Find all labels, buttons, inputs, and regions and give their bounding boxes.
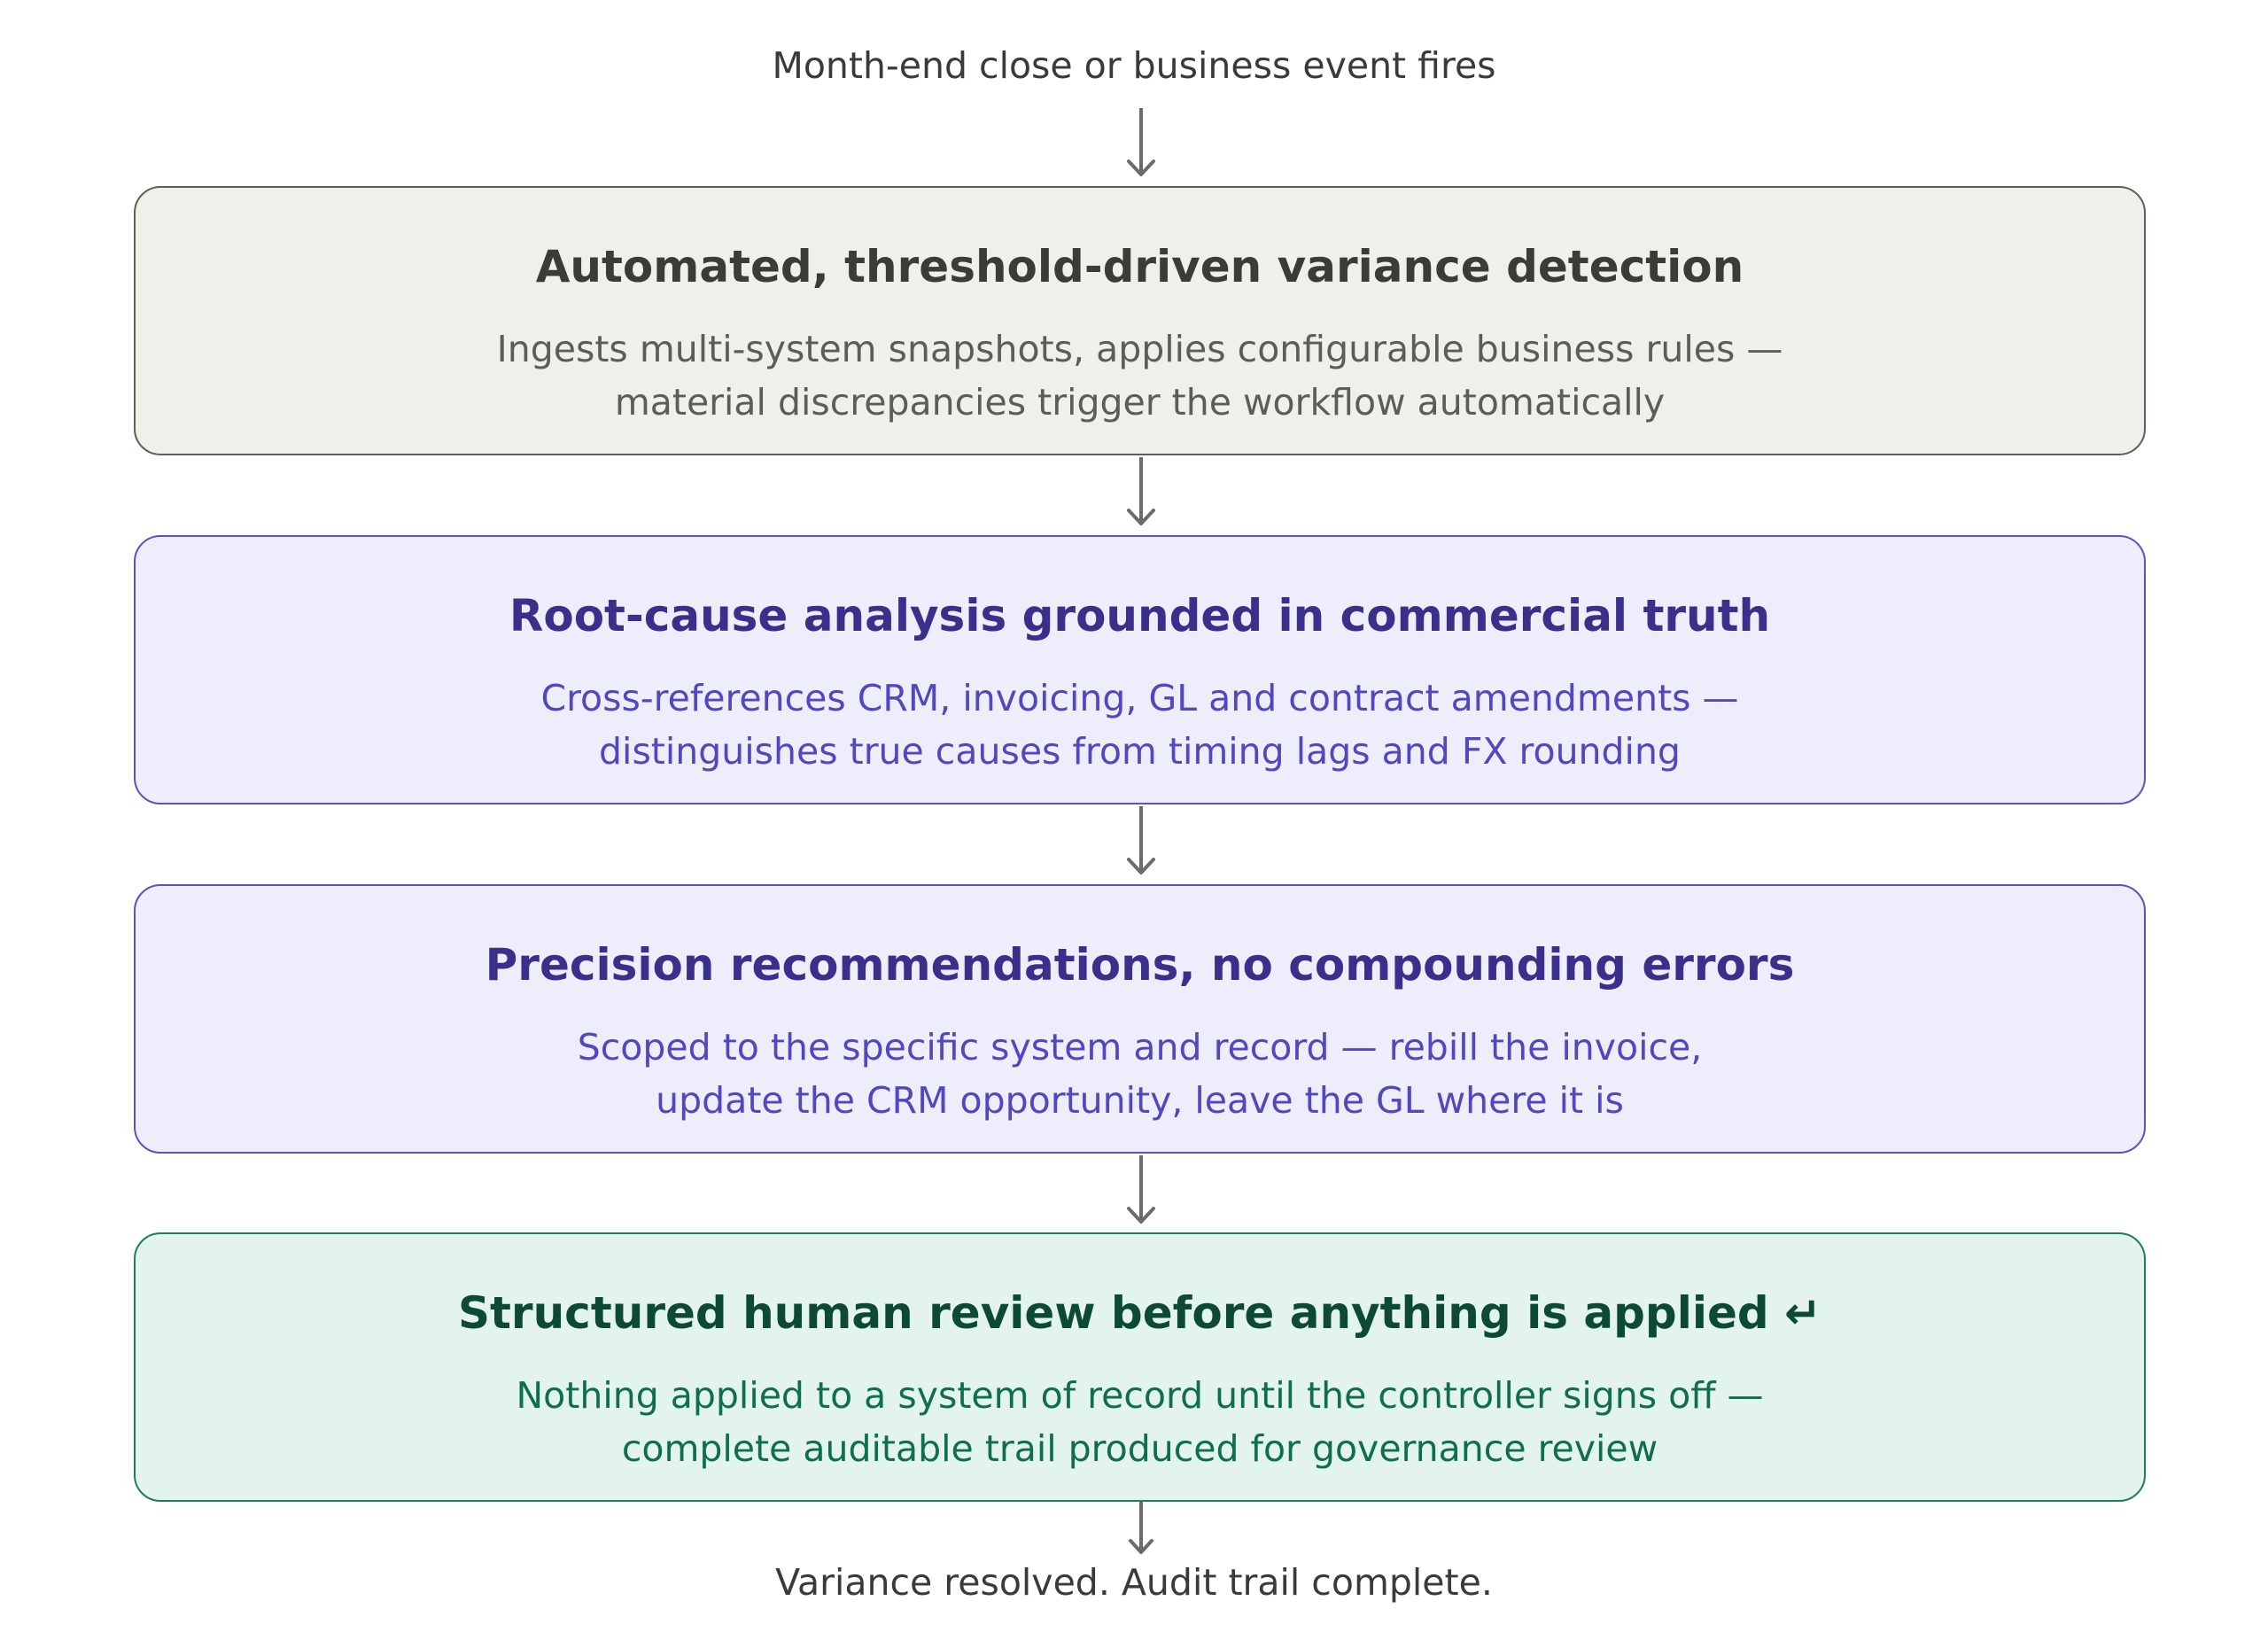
step-precision-recommendations: Precision recommendations, no compoundin… [134,884,2146,1154]
end-event-label: Variance resolved. Audit trail complete. [775,1561,1493,1604]
step-description-line: complete auditable trail produced for go… [621,1427,1658,1470]
step-title: Precision recommendations, no compoundin… [485,939,1795,991]
step-variance-detection: Automated, threshold-driven variance det… [134,186,2146,455]
arrow-down-icon [1127,806,1155,874]
step-human-review: Structured human review before anything … [134,1232,2146,1502]
step-description: Scoped to the specific system and record… [136,1021,2144,1127]
step-description-line: distinguishes true causes from timing la… [599,730,1681,773]
step-description-line: material discrepancies trigger the workf… [614,381,1666,424]
arrow-down-icon [1127,1155,1155,1224]
step-title: Structured human review before anything … [458,1287,1821,1339]
arrow-down-icon [1129,1502,1153,1554]
step-description: Nothing applied to a system of record un… [136,1369,2144,1475]
step-description: Ingests multi-system snapshots, applies … [136,323,2144,429]
step-description: Cross-references CRM, invoicing, GL and … [136,672,2144,778]
arrow-down-icon [1127,457,1155,525]
step-title: Automated, threshold-driven variance det… [535,241,1744,292]
step-description-line: Nothing applied to a system of record un… [516,1374,1764,1417]
step-root-cause-analysis: Root-cause analysis grounded in commerci… [134,535,2146,804]
arrow-down-icon [1127,108,1155,176]
step-description-line: Cross-references CRM, invoicing, GL and … [540,677,1739,719]
step-title: Root-cause analysis grounded in commerci… [509,590,1771,641]
step-description-line: Scoped to the specific system and record… [577,1026,1703,1069]
step-description-line: Ingests multi-system snapshots, applies … [496,328,1783,370]
step-description-line: update the CRM opportunity, leave the GL… [656,1079,1624,1122]
start-event-label: Month-end close or business event fires [772,44,1496,87]
